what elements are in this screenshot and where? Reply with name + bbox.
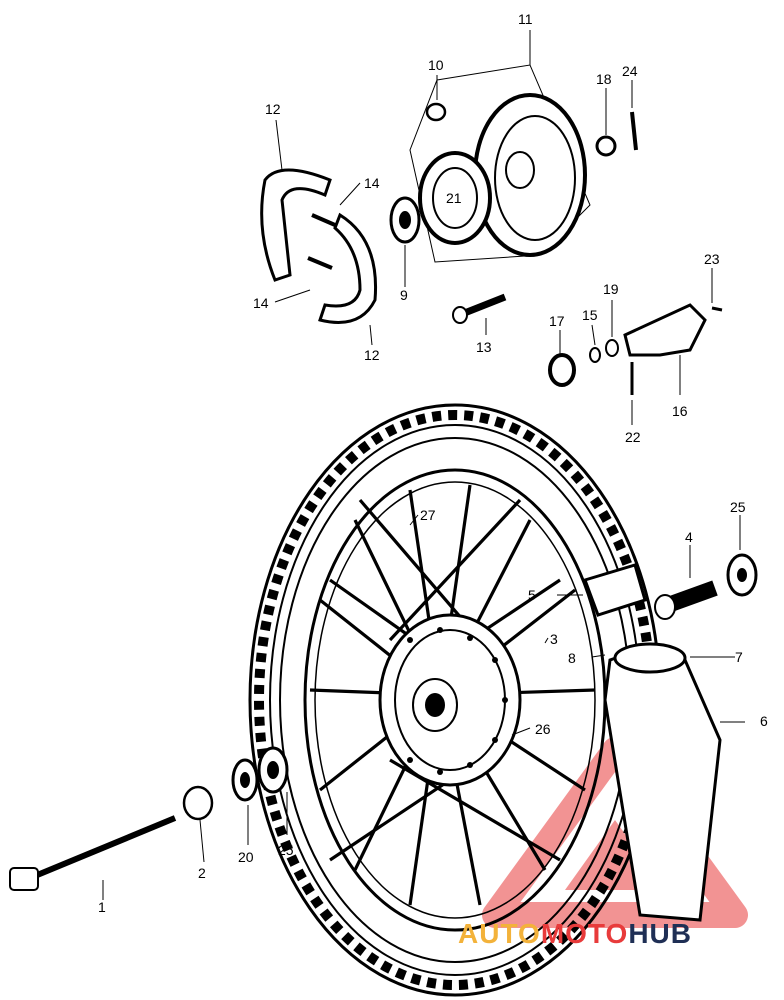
brake-arm — [623, 303, 707, 357]
callout-7: 7 — [735, 649, 743, 665]
callout-27: 27 — [420, 507, 436, 523]
callout-8: 8 — [568, 650, 576, 666]
callout-25-right: 25 — [730, 499, 746, 515]
callout-2: 2 — [198, 865, 206, 881]
brake-panel — [409, 64, 591, 263]
watermark-part2: MOTO — [540, 918, 629, 949]
callout-22: 22 — [625, 429, 641, 445]
callout-21: 21 — [446, 190, 462, 206]
callout-18: 18 — [596, 71, 612, 87]
washer-19 — [605, 339, 619, 357]
callout-labels: 1 2 3 4 5 6 7 8 9 10 11 12 12 13 14 14 1… — [98, 11, 768, 915]
callout-12-lower: 12 — [364, 347, 380, 363]
brake-shoe-lower — [318, 212, 378, 324]
callout-6: 6 — [760, 713, 768, 729]
brake-arm-seal — [548, 353, 576, 387]
callout-4: 4 — [685, 529, 693, 545]
axle-bolt — [9, 815, 177, 891]
bearing-left-outer — [257, 746, 289, 794]
callout-12-upper: 12 — [265, 101, 281, 117]
bearing-right — [726, 553, 758, 597]
watermark-text: AUTOMOTOHUB — [458, 918, 692, 950]
bearing-left — [231, 758, 259, 802]
tire-tube — [603, 642, 722, 922]
speedometer-gear-box — [583, 563, 647, 617]
callout-11: 11 — [518, 11, 533, 27]
watermark-part1: AUTO — [458, 918, 541, 949]
right-collar — [654, 580, 718, 620]
callout-3: 3 — [550, 631, 558, 647]
callout-14-upper: 14 — [364, 175, 380, 191]
pin-23 — [711, 306, 723, 312]
callout-20: 20 — [238, 849, 254, 865]
callout-5: 5 — [528, 587, 536, 603]
brake-shoe-upper — [260, 168, 332, 282]
callout-19: 19 — [603, 281, 619, 297]
callout-16: 16 — [672, 403, 688, 419]
callout-17: 17 — [549, 313, 565, 329]
callout-23: 23 — [704, 251, 720, 267]
washer-15 — [589, 347, 601, 363]
callout-14-lower: 14 — [253, 295, 269, 311]
watermark-part3: HUB — [628, 918, 692, 949]
brake-cam — [452, 293, 507, 324]
callout-9: 9 — [400, 287, 408, 303]
collar — [182, 785, 214, 821]
pin-24 — [630, 111, 638, 151]
nut-10 — [425, 102, 447, 122]
callout-26: 26 — [535, 721, 551, 737]
callout-15: 15 — [582, 307, 598, 323]
callout-24: 24 — [622, 63, 638, 79]
callout-13: 13 — [476, 339, 492, 355]
callout-1: 1 — [98, 899, 106, 915]
leader-lines — [102, 30, 745, 900]
dust-seal — [418, 151, 492, 245]
callout-10: 10 — [428, 57, 444, 73]
hub — [378, 613, 522, 787]
brake-spring — [307, 213, 336, 270]
callout-25-left: 25 — [278, 842, 294, 858]
oil-seal — [389, 196, 421, 244]
nut-18 — [595, 135, 617, 157]
